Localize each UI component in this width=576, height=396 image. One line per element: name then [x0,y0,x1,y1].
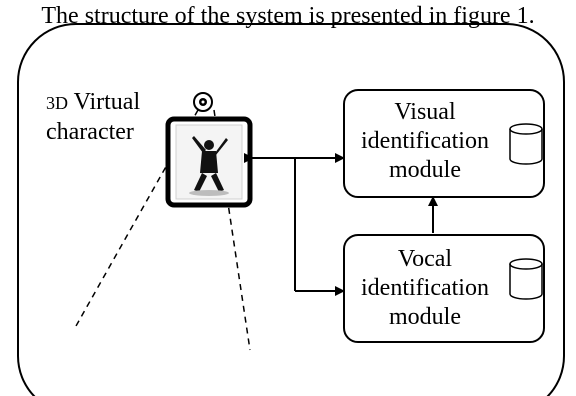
character-label: 3D Virtual character [46,88,176,147]
visual-module-label: Visual identification module [350,98,500,185]
character-label-prefix: 3D [46,93,68,113]
visual-module-line1: Visual [394,99,456,125]
camera-icon [193,92,213,112]
character-label-line2: character [46,119,134,145]
visual-identification-module-box [343,89,545,198]
vocal-database-icon [509,258,543,300]
vocal-module-line2: identification [361,275,489,301]
system-boundary [17,23,565,396]
character-label-line1: 3D Virtual [46,88,176,118]
visual-module-line3: module [389,157,461,183]
character-label-rest: Virtual [73,89,141,115]
visual-module-line2: identification [361,128,489,154]
vocal-module-line1: Vocal [397,246,453,272]
virtual-character-silhouette [175,124,243,200]
view-line-left [75,109,199,327]
vocal-module-label: Vocal identification module [350,245,500,332]
visual-database-icon [509,123,543,165]
vocal-module-line3: module [389,304,461,330]
view-line-right [213,109,251,351]
